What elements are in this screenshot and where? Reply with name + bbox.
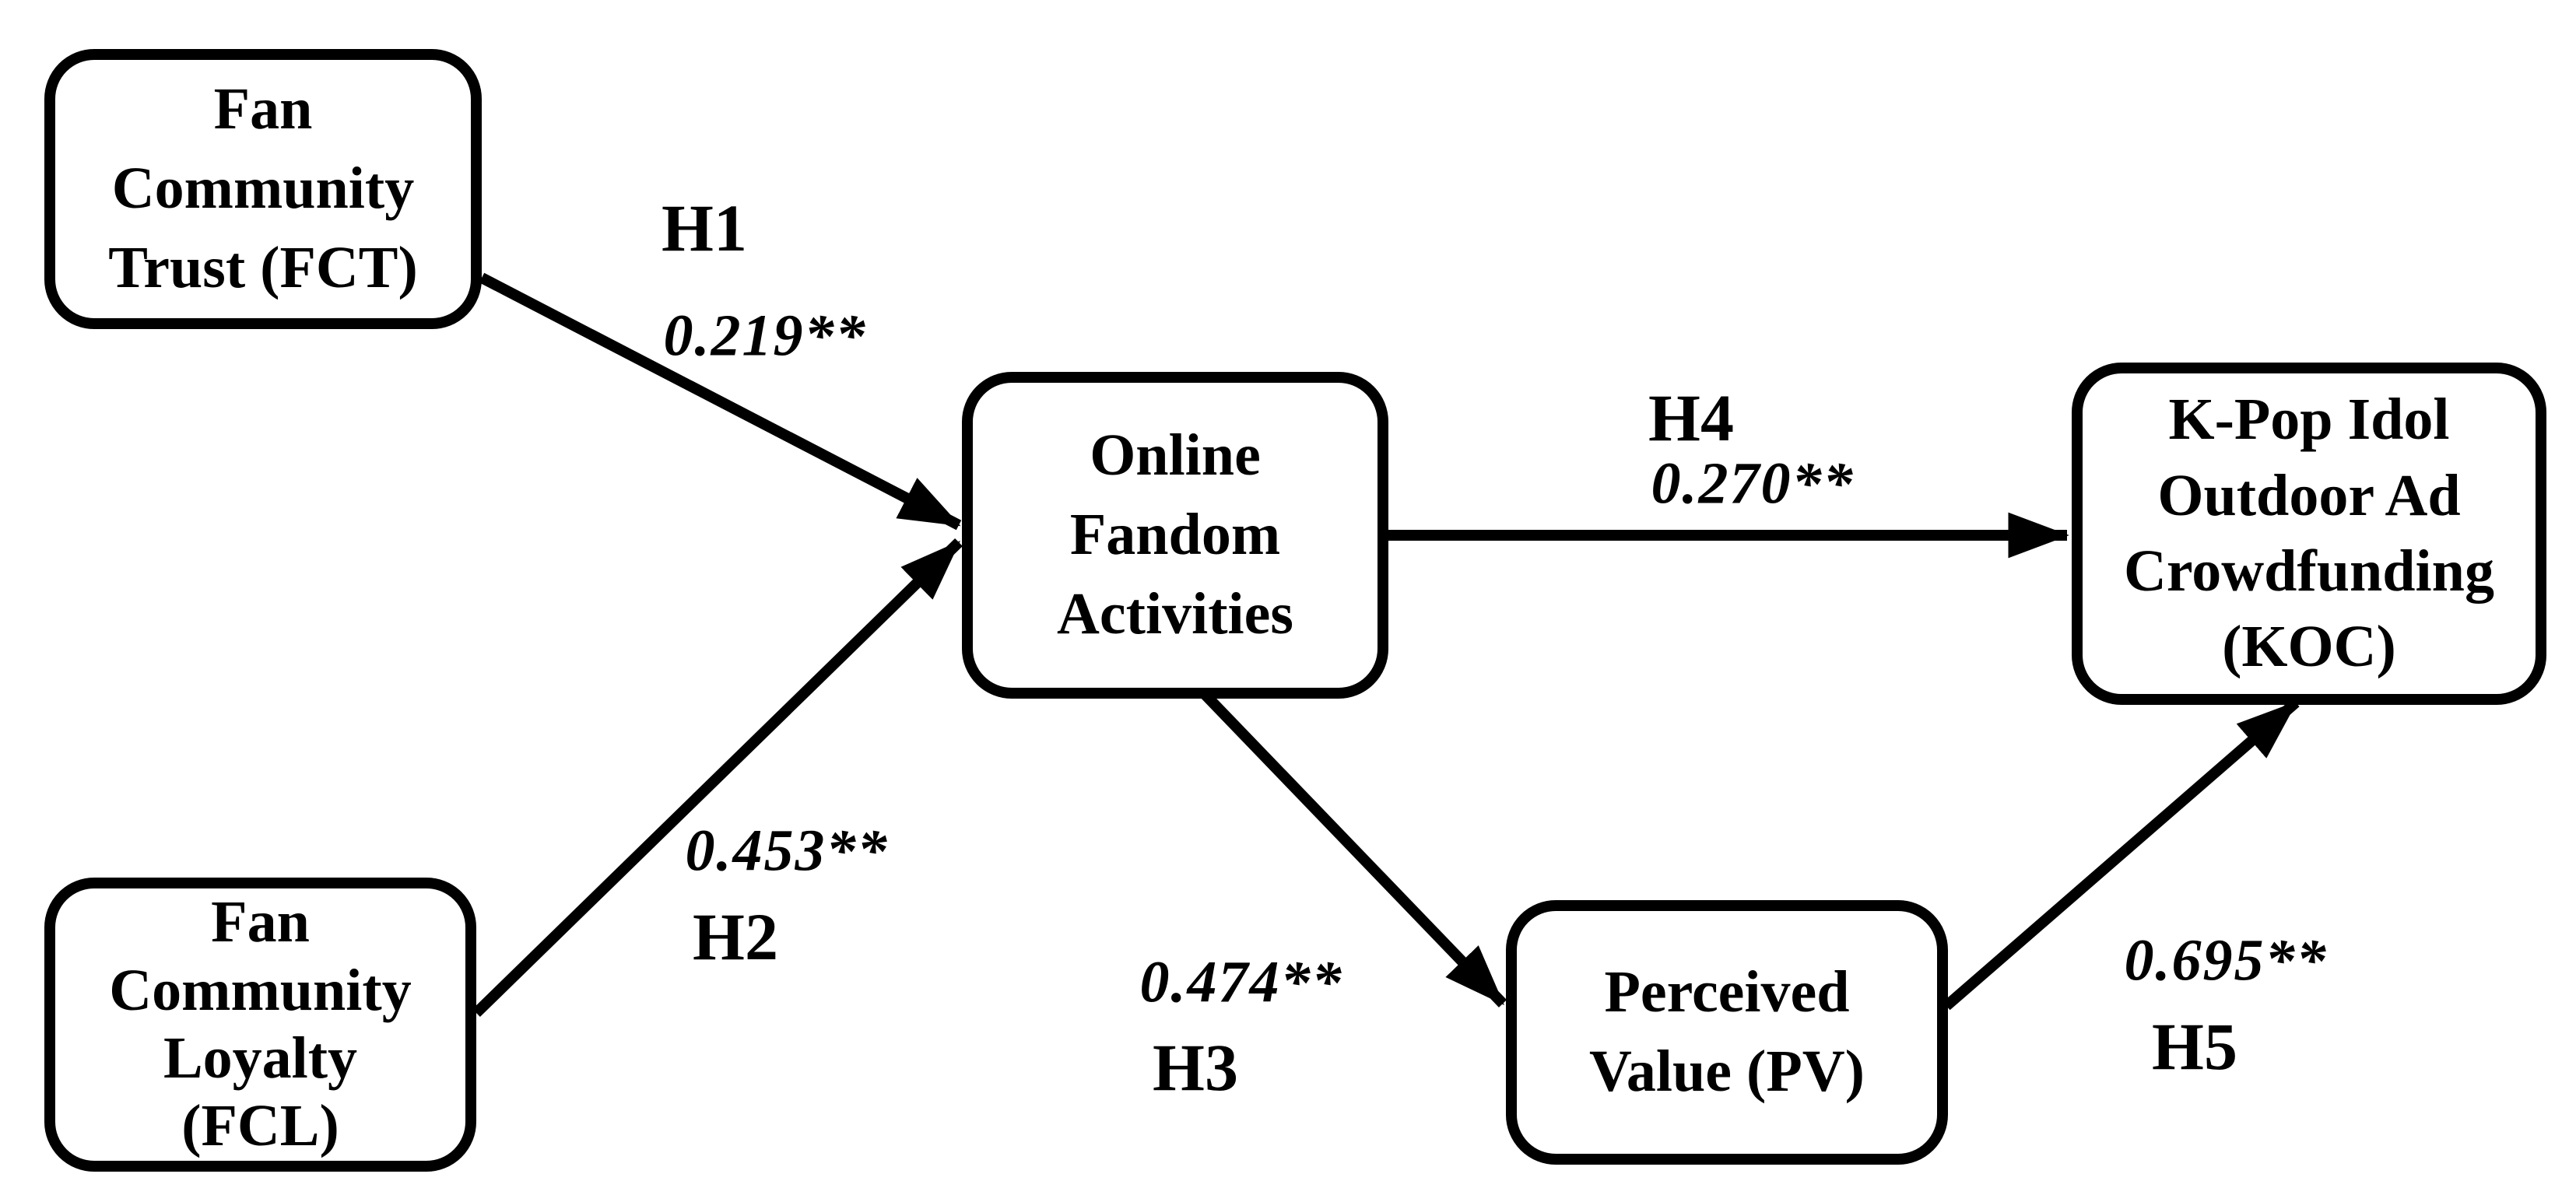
node-perceived-value-label: Perceived Value (PV)	[1589, 959, 1865, 1104]
node-online-fandom-activities-label: Online Fandom Activities	[1057, 422, 1293, 647]
arrow-h2-fcl-to-ofa	[472, 538, 963, 1018]
node-fan-community-trust-label: Fan Community Trust (FCT)	[108, 76, 418, 300]
node-fan-community-loyalty-label: Fan Community Loyalty (FCL)	[109, 889, 412, 1159]
node-kpop-idol-outdoor-ad-crowdfunding: K-Pop Idol Outdoor Ad Crowdfunding (KOC)	[2072, 363, 2546, 705]
node-fan-community-trust: Fan Community Trust (FCT)	[44, 49, 482, 329]
node-fan-community-loyalty: Fan Community Loyalty (FCL)	[44, 878, 476, 1172]
h1-coefficient-label: 0.219**	[663, 303, 867, 369]
arrow-h5-pv-to-koc	[1943, 698, 2300, 1011]
arrow-h1-fct-to-ofa	[479, 272, 962, 531]
h5-hypothesis-label: H5	[2152, 1009, 2237, 1084]
h3-coefficient-label: 0.474**	[1139, 949, 1343, 1015]
h2-hypothesis-label: H2	[693, 899, 778, 974]
h2-coefficient-label: 0.453**	[685, 818, 889, 884]
node-perceived-value: Perceived Value (PV)	[1506, 900, 1948, 1165]
h4-hypothesis-label: H4	[1648, 380, 1734, 455]
h3-hypothesis-label: H3	[1153, 1030, 1238, 1105]
node-online-fandom-activities: Online Fandom Activities	[962, 372, 1388, 699]
h4-coefficient-label: 0.270**	[1651, 450, 1855, 517]
h5-coefficient-label: 0.695**	[2124, 927, 2328, 993]
h1-hypothesis-label: H1	[662, 191, 747, 265]
arrow-h3-ofa-to-pv	[1194, 684, 1507, 1008]
node-kpop-idol-outdoor-ad-crowdfunding-label: K-Pop Idol Outdoor Ad Crowdfunding (KOC)	[2124, 387, 2494, 680]
